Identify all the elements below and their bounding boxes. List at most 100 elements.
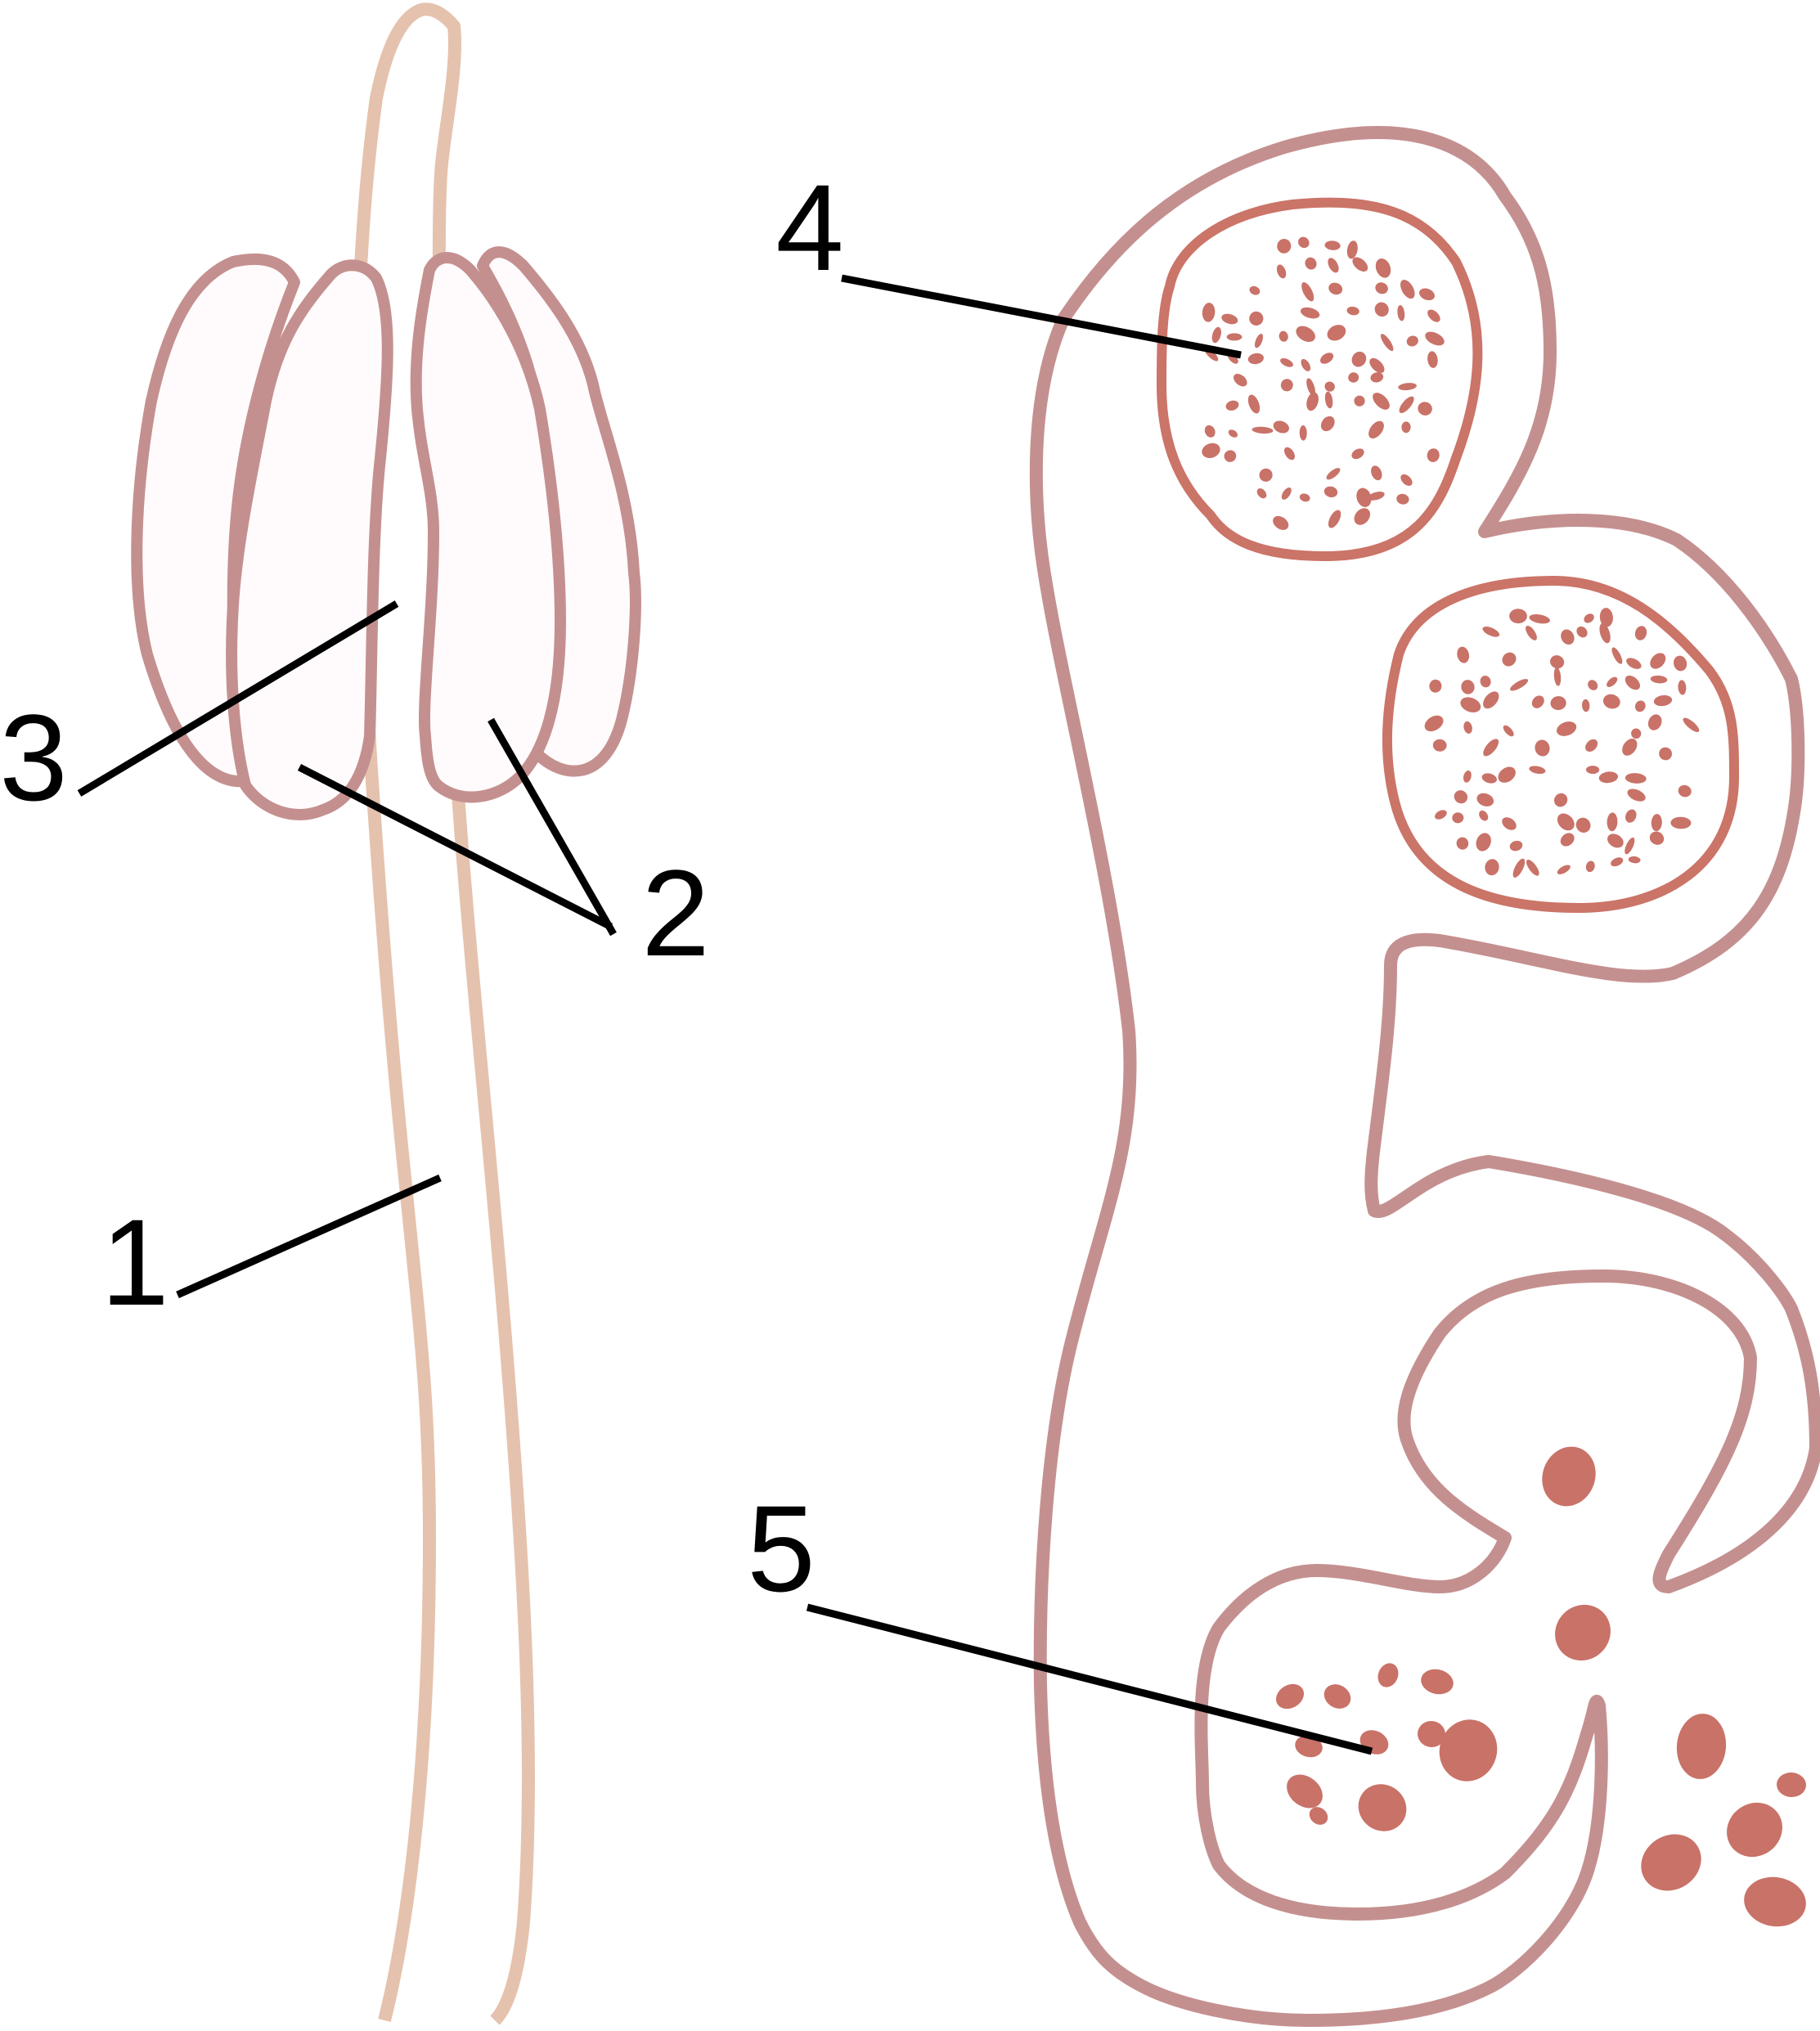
pollen-grain	[1346, 306, 1359, 316]
pollen-grain	[1670, 816, 1692, 829]
pollen-grain	[1586, 766, 1600, 775]
pollen-grain	[1647, 714, 1662, 730]
pollen-grain	[1256, 488, 1267, 499]
pollen-grain	[1287, 1774, 1323, 1809]
pollen-grain	[1461, 680, 1475, 694]
pollen-grain	[1371, 465, 1382, 481]
pollen-grain	[1377, 1663, 1399, 1687]
pollen-grain	[1277, 239, 1292, 254]
pollen-grain	[1510, 679, 1529, 691]
label-4: 4	[775, 159, 843, 296]
pollen-grain	[1550, 655, 1565, 669]
pollen-grain	[1283, 447, 1296, 461]
pollen-grain	[1301, 358, 1311, 371]
pollen-grain	[1599, 608, 1613, 627]
pollen-grain	[1401, 421, 1411, 434]
pollen-grain	[1400, 474, 1413, 486]
pollen-grain	[1348, 372, 1359, 383]
pollen-grain	[1678, 784, 1692, 798]
pollen-grain	[1526, 625, 1537, 640]
pollen-grain	[1309, 1807, 1328, 1825]
pollen-grain	[1211, 326, 1221, 344]
pollen-grain	[1457, 646, 1470, 663]
pollen-grain	[1628, 856, 1641, 864]
pollen-grain	[1280, 357, 1293, 367]
pollen-grain	[1625, 837, 1635, 855]
pollen-grain	[1627, 789, 1646, 802]
pollen-grain	[1398, 383, 1417, 391]
pollen-grain	[1368, 420, 1384, 439]
pollen-grain	[1479, 810, 1489, 821]
pollen-grain	[1634, 700, 1646, 712]
pollen-grain	[1641, 1834, 1701, 1891]
pollen-grain	[1351, 351, 1367, 367]
label-5: 5	[747, 1480, 815, 1617]
pollen-grain	[1324, 240, 1341, 250]
pollen-grain	[1676, 1714, 1727, 1779]
pollen-grain	[1425, 331, 1445, 346]
pollen-grain	[1298, 236, 1310, 249]
pollen-grain	[1599, 623, 1611, 644]
pollen-grain	[1202, 443, 1220, 459]
pollen-grain	[1354, 395, 1365, 407]
pollen-sac-middle	[1382, 576, 1739, 913]
pollen-grain	[1300, 307, 1320, 319]
stamen	[131, 2, 641, 2025]
pollen-grain	[1273, 515, 1289, 530]
pollen-grain	[1651, 814, 1662, 832]
pollen-grain	[1247, 394, 1261, 414]
pollen-grain	[1328, 282, 1343, 295]
pollen-grain	[1481, 773, 1497, 784]
pollen-grain	[1354, 508, 1371, 525]
pollen-grain	[1368, 492, 1385, 501]
pollen-grain	[1346, 240, 1358, 259]
pollen-grain	[1370, 372, 1384, 383]
pollen-grain	[1299, 425, 1307, 441]
pollen-grain	[1576, 626, 1588, 638]
pollen-grain	[1278, 330, 1288, 342]
pollen-grain	[1323, 486, 1338, 498]
pollen-grain	[1557, 813, 1575, 831]
pollen-grain	[1512, 858, 1526, 878]
pollen-grain	[1228, 429, 1238, 438]
pollen-grain	[1673, 655, 1687, 672]
pollen-grain	[1602, 694, 1620, 709]
pollen-grain	[1483, 739, 1499, 757]
pollen-grain	[1421, 1669, 1454, 1695]
pollen-grain	[1498, 766, 1516, 783]
pollen-grain	[1476, 833, 1491, 851]
pollen-grain	[1351, 448, 1364, 460]
pollen-grain	[1276, 264, 1287, 279]
pollen-grain	[1439, 1719, 1498, 1782]
pollen-grain	[1659, 747, 1673, 761]
pollen-grain	[1653, 694, 1673, 707]
pollen-grain	[1542, 1446, 1596, 1507]
pollen-grain	[1249, 311, 1264, 326]
pollen-grain	[1607, 812, 1618, 832]
pollen-grain	[1327, 325, 1346, 341]
anther-wall	[1029, 126, 1820, 2027]
pollen-grain	[1553, 667, 1562, 686]
pollen-grain	[1324, 381, 1335, 392]
label-2: 2	[641, 844, 709, 982]
pollen-grain	[1432, 739, 1447, 752]
pollen-grain	[1535, 739, 1550, 757]
pollen-grain	[1380, 334, 1394, 352]
leader-line-3	[77, 600, 399, 797]
pollen-grain	[1744, 1876, 1806, 1927]
pollen-grain	[1581, 699, 1590, 712]
pollen-grain	[1683, 717, 1700, 732]
pollen-grain	[1299, 493, 1310, 502]
pollen-grain	[1374, 302, 1389, 317]
pollen-grain	[1526, 859, 1539, 876]
pollen-grain	[1424, 715, 1444, 732]
pollen-grain	[1306, 392, 1319, 411]
pollen-grain	[1273, 420, 1289, 434]
pollen-grain	[1557, 721, 1577, 736]
pollen-grain	[1259, 468, 1273, 482]
pollen-grain	[1452, 812, 1464, 824]
pollen-grain	[1483, 691, 1499, 709]
pollen-grain	[1634, 626, 1647, 640]
pollen-grain	[1306, 378, 1315, 397]
pollen-grain	[1247, 353, 1265, 365]
